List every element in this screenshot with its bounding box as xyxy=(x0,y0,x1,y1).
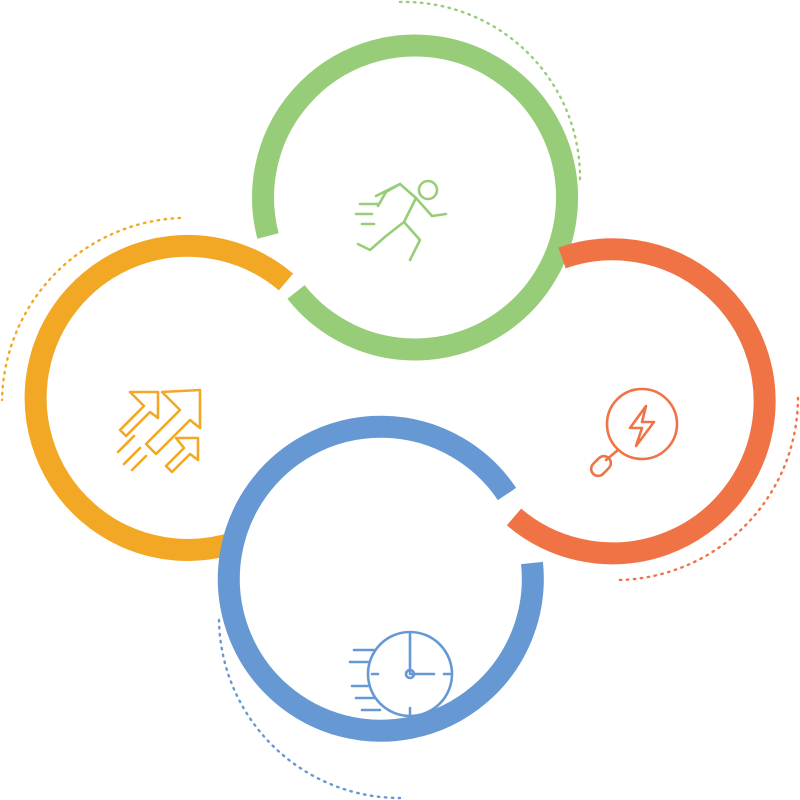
dotted-arc-bottom xyxy=(217,618,402,800)
dotted-arc-right xyxy=(616,396,800,582)
fast-clock-icon xyxy=(348,630,454,718)
running-person-icon xyxy=(354,179,448,262)
ring-bottom xyxy=(217,415,544,742)
rising-arrows-icon xyxy=(116,388,202,474)
lightning-magnifier-icon xyxy=(589,387,679,478)
ring-right xyxy=(506,238,776,565)
dotted-arc-top xyxy=(398,0,582,183)
ring-left xyxy=(24,234,294,561)
ring-segments xyxy=(24,34,776,742)
ring-top xyxy=(252,34,578,361)
dotted-arc-left xyxy=(0,216,182,402)
